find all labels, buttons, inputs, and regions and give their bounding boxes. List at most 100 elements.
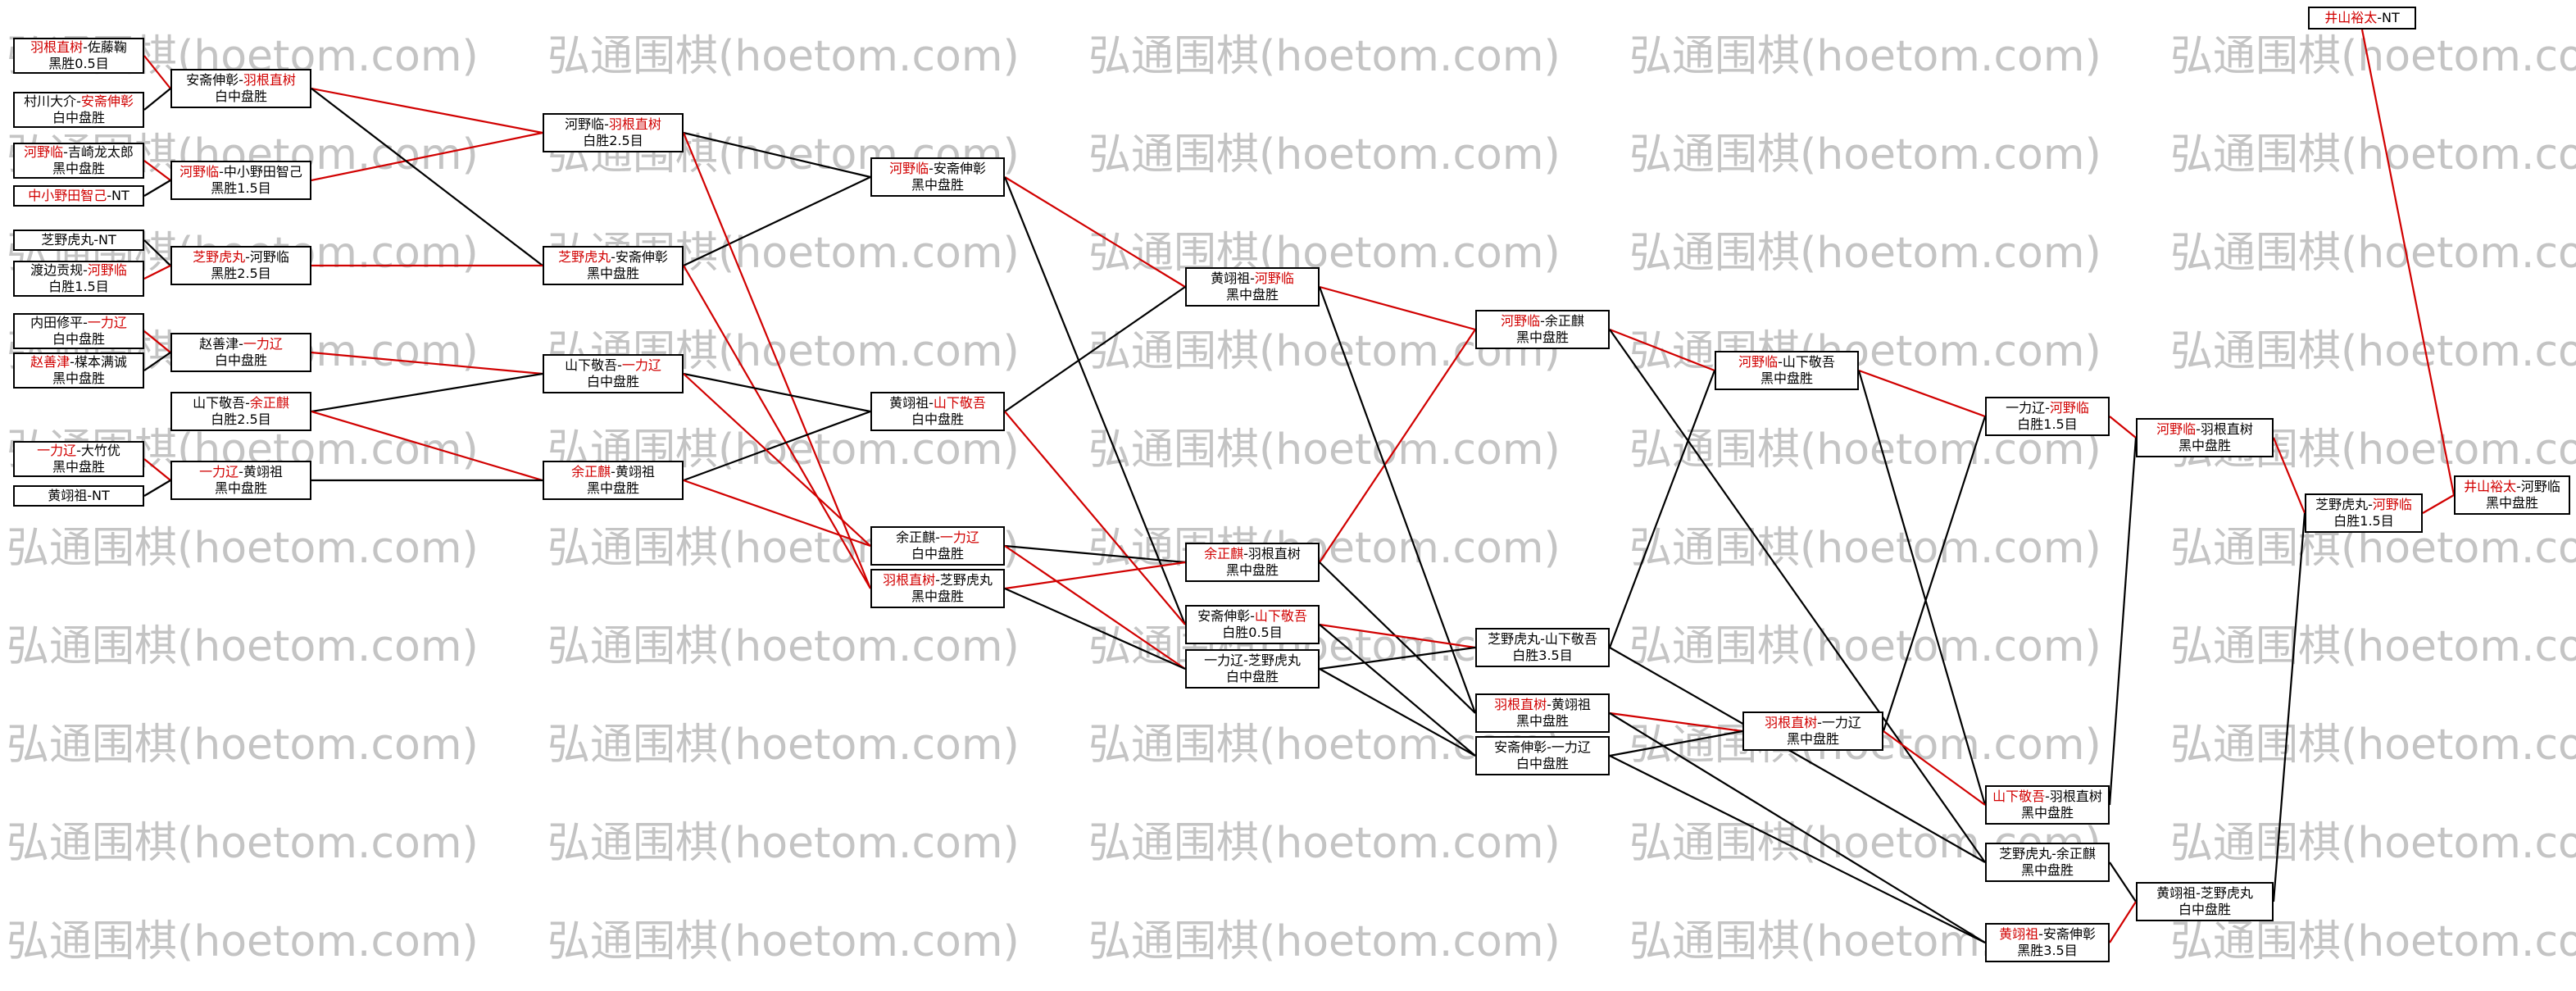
match-box-A2: 村川大介-安斋伸彰白中盘胜 (13, 92, 144, 128)
player-name: -NT (2377, 10, 2400, 25)
watermark-text: 弘通围棋(hoetom.com) (7, 622, 479, 671)
watermark-text: 弘通围棋(hoetom.com) (7, 524, 479, 573)
watermark-text: 弘通围棋(hoetom.com) (1629, 622, 2101, 671)
watermark-text: 弘通围棋(hoetom.com) (7, 721, 479, 770)
match-box-D1: 河野临-安斋伸彰黑中盘胜 (870, 157, 1005, 197)
watermark-text: 弘通围棋(hoetom.com) (2170, 32, 2576, 81)
match-result: 黑中盘胜 (586, 266, 639, 281)
matchup: 羽根直树-佐藤鞠 (30, 39, 127, 56)
player-name: -吉崎龙太郎 (63, 144, 134, 160)
match-result: 黑中盘胜 (52, 370, 105, 386)
connector-line (1004, 587, 1186, 671)
winner-name: 羽根直树 (1765, 715, 1818, 730)
connector-line (1004, 176, 1186, 288)
connector-line (2360, 29, 2456, 496)
match-result: 黑中盘胜 (1786, 731, 1839, 747)
connector-line (143, 160, 171, 181)
matchup: 一力辽-芝野虎丸 (1204, 652, 1301, 669)
match-box-H3: 芝野虎丸-余正麒黑中盘胜 (1985, 843, 2110, 882)
watermark-text: 弘通围棋(hoetom.com) (1088, 229, 1561, 278)
watermark-text: 弘通围棋(hoetom.com) (2170, 622, 2576, 671)
match-box-D3: 余正麒-一力辽白中盘胜 (870, 526, 1005, 566)
match-result: 黑中盘胜 (52, 459, 105, 475)
watermark-text: 弘通围棋(hoetom.com) (1629, 524, 2101, 573)
match-box-E3: 安斋伸彰-山下敬吾白胜0.5目 (1185, 605, 1320, 644)
player-name: 渡边贡规- (30, 262, 88, 278)
player-name: 黄翊祖- (1211, 270, 1255, 286)
connector-line (1609, 730, 1743, 757)
connector-line (311, 351, 543, 375)
player-name: 山下敬吾- (193, 395, 250, 411)
matchup: 羽根直树-芝野虎丸 (883, 572, 993, 589)
winner-name: 一力辽 (37, 443, 77, 458)
winner-name: 羽根直树 (1494, 697, 1547, 712)
match-box-K1: 井山裕太-NT (2308, 7, 2416, 30)
match-box-E2: 余正麒-羽根直树黑中盘胜 (1185, 543, 1320, 582)
connector-line (1319, 285, 1476, 331)
match-box-F4: 安斋伸彰-一力辽白中盘胜 (1475, 736, 1610, 775)
watermark-text: 弘通围棋(hoetom.com) (7, 819, 479, 868)
match-result: 白胜0.5目 (1222, 625, 1283, 640)
player-name: -佐藤鞠 (83, 39, 127, 55)
match-box-H1: 一力辽-河野临白胜1.5目 (1985, 397, 2110, 436)
match-box-A1: 羽根直树-佐藤鞠黑胜0.5目 (13, 38, 144, 74)
watermark-text: 弘通围棋(hoetom.com) (2170, 229, 2576, 278)
winner-name: 一力辽 (939, 530, 979, 545)
match-box-D2: 黄翊祖-山下敬吾白中盘胜 (870, 392, 1005, 431)
match-box-B1: 安斋伸彰-羽根直树白中盘胜 (170, 69, 311, 108)
connector-line (1319, 623, 1476, 649)
winner-name: 河野临 (24, 144, 64, 160)
match-box-B2: 河野临-中小野田智己黑胜1.5目 (170, 161, 311, 200)
match-result: 白中盘胜 (911, 411, 964, 427)
match-result: 黑中盘胜 (1515, 713, 1569, 729)
connector-line (2108, 437, 2138, 806)
connector-line (2109, 901, 2137, 943)
watermark-text: 弘通围棋(hoetom.com) (1088, 917, 1561, 966)
match-box-A3: 河野临-吉崎龙太郎黑中盘胜 (13, 143, 144, 179)
match-result: 黑胜1.5目 (211, 180, 271, 196)
matchup: 羽根直树-黄翊祖 (1494, 697, 1591, 713)
watermark-text: 弘通围棋(hoetom.com) (547, 819, 1020, 868)
winner-name: 安斋伸彰 (80, 93, 134, 109)
match-result: 黑胜0.5目 (48, 56, 109, 71)
match-result: 白胜3.5目 (1512, 648, 1573, 663)
matchup: 黄翊祖-芝野虎丸 (2156, 885, 2253, 902)
winner-name: 羽根直树 (883, 572, 936, 588)
matchup: 渡边贡规-河野临 (30, 262, 127, 279)
connector-line (1319, 624, 1476, 757)
match-box-J1: 芝野虎丸-河野临白胜1.5目 (2305, 493, 2423, 533)
match-result: 黑中盘胜 (2020, 862, 2074, 878)
player-name: -NT (107, 188, 129, 203)
connector-line (143, 55, 171, 89)
match-result: 黑中盘胜 (1515, 330, 1569, 345)
connector-line (311, 131, 543, 182)
match-result: 白胜1.5目 (2017, 416, 2078, 432)
match-result: 白中盘胜 (1515, 756, 1569, 771)
connector-line (1609, 647, 1986, 863)
winner-name: 一力辽 (243, 336, 283, 352)
match-box-B3: 芝野虎丸-河野临黑胜2.5目 (170, 246, 311, 285)
player-name: -中小野田智己 (219, 164, 302, 180)
winner-name: 一力辽 (621, 357, 661, 373)
connector-line (1318, 286, 1477, 714)
player-name: 黄翊祖-芝野虎丸 (2156, 885, 2253, 901)
winner-name: 山下敬吾 (1254, 608, 1307, 624)
winner-name: 余正麒 (1204, 546, 1244, 561)
matchup: 山下敬吾-一力辽 (565, 357, 661, 374)
match-box-C2: 芝野虎丸-安斋伸彰黑中盘胜 (543, 246, 684, 285)
connector-line (1319, 329, 1476, 563)
connector-line (143, 352, 171, 371)
connector-line (1609, 329, 1986, 863)
matchup: 河野临-羽根直树 (565, 116, 661, 133)
player-name: 一力辽-芝野虎丸 (1204, 652, 1301, 668)
winner-name: 一力辽 (199, 464, 239, 480)
player-name: -羽根直树 (1243, 546, 1301, 561)
match-box-H4: 黄翊祖-安斋伸彰黑胜3.5目 (1985, 923, 2110, 962)
match-box-I1: 河野临-羽根直树黑中盘胜 (2136, 418, 2274, 457)
match-box-B4: 赵善津-一力辽白中盘胜 (170, 333, 311, 372)
match-result: 黑中盘胜 (586, 480, 639, 496)
match-result: 黑中盘胜 (2485, 495, 2538, 511)
